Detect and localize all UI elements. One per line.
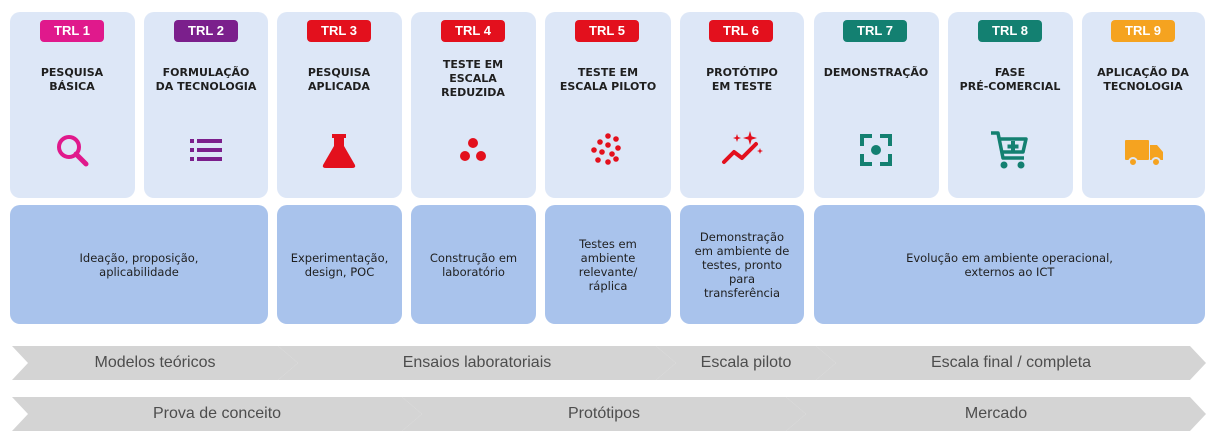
trl-badge: TRL 6 bbox=[709, 20, 773, 42]
description-box-trl1-2: Ideação, proposição, aplicabilidade bbox=[10, 205, 268, 324]
three-dots-icon bbox=[460, 138, 486, 161]
stage-title: PESQUISA BÁSICA bbox=[40, 66, 104, 93]
stage-card-trl2 bbox=[144, 12, 268, 198]
trl-badge: TRL 5 bbox=[575, 20, 639, 42]
stage-title: DEMONSTRAÇÃO bbox=[823, 66, 929, 79]
stage-card-trl1 bbox=[10, 12, 135, 198]
stage-title: TESTE EM ESCALA PILOTO bbox=[559, 66, 657, 93]
scale-band-escala-final: Escala final / completa bbox=[816, 346, 1206, 380]
stage-card-trl5 bbox=[545, 12, 671, 198]
list-icon bbox=[190, 139, 222, 161]
band-label: Ensaios laboratoriais bbox=[402, 354, 552, 371]
band-label: Prova de conceito bbox=[152, 405, 282, 422]
description-box-trl5: Testes em ambiente relevante/ ráplica bbox=[545, 205, 671, 324]
stage-title: TESTE EM ESCALA REDUZIDA bbox=[441, 58, 505, 99]
scale-band-ensaios-laboratoriais: Ensaios laboratoriais bbox=[278, 346, 676, 380]
stage-card-trl7 bbox=[814, 12, 939, 198]
band-label: Protótipos bbox=[567, 405, 641, 422]
band-label: Mercado bbox=[964, 405, 1028, 422]
stage-title: PESQUISA APLICADA bbox=[307, 66, 371, 93]
stage-card-trl9 bbox=[1082, 12, 1205, 198]
truck-icon bbox=[1125, 140, 1163, 167]
cart-add-icon bbox=[991, 131, 1028, 169]
dots-cluster-icon bbox=[591, 133, 621, 165]
stage-title: PROTÓTIPO EM TESTE bbox=[706, 66, 778, 93]
stage-title: APLICAÇÃO DA TECNOLOGIA bbox=[1097, 66, 1189, 93]
trl-badge: TRL 7 bbox=[843, 20, 907, 42]
band-label: Escala final / completa bbox=[930, 354, 1092, 371]
flask-icon bbox=[322, 134, 356, 168]
trl-badge: TRL 1 bbox=[40, 20, 104, 42]
trl-badge: TRL 3 bbox=[307, 20, 371, 42]
stage-title: FASE PRÉ-COMERCIAL bbox=[959, 66, 1061, 93]
trl-badge: TRL 8 bbox=[978, 20, 1042, 42]
trl-badge: TRL 9 bbox=[1111, 20, 1175, 42]
band-label: Escala piloto bbox=[700, 354, 792, 371]
trl-badge: TRL 2 bbox=[174, 20, 238, 42]
scale-band-modelos-teoricos: Modelos teóricos bbox=[12, 346, 298, 380]
stage-card-trl6 bbox=[680, 12, 804, 198]
trl-badge: TRL 4 bbox=[441, 20, 505, 42]
focus-icon bbox=[860, 134, 892, 166]
description-box-trl4: Construção em laboratório bbox=[411, 205, 536, 324]
description-box-trl3: Experimentação, design, POC bbox=[277, 205, 402, 324]
stage-card-trl8 bbox=[948, 12, 1073, 198]
sparkle-chart-icon bbox=[722, 131, 763, 164]
maturity-band-prototipos: Protótipos bbox=[402, 397, 806, 431]
stage-title: FORMULAÇÃO DA TECNOLOGIA bbox=[155, 66, 257, 93]
description-box-trl7-9: Evolução em ambiente operacional, extern… bbox=[814, 205, 1205, 324]
stage-card-trl4 bbox=[411, 12, 536, 198]
maturity-band-mercado: Mercado bbox=[786, 397, 1206, 431]
magnifier-icon bbox=[57, 135, 89, 167]
maturity-band-prova-de-conceito: Prova de conceito bbox=[12, 397, 422, 431]
scale-band-escala-piloto: Escala piloto bbox=[656, 346, 836, 380]
description-box-trl6: Demonstração em ambiente de testes, pron… bbox=[680, 205, 804, 324]
band-label: Modelos teóricos bbox=[94, 354, 216, 371]
